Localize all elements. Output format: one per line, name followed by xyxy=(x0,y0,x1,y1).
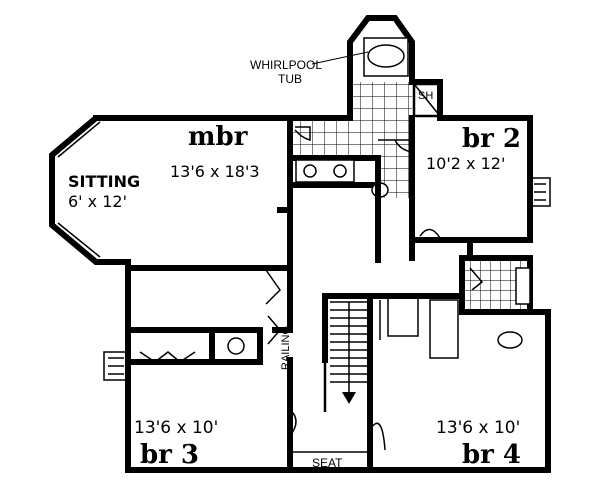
br2-chimney xyxy=(529,177,551,207)
whirlpool-tub xyxy=(363,37,409,77)
br3-door-swing xyxy=(289,409,297,437)
hall-seat xyxy=(289,451,371,471)
shower-diagonal xyxy=(413,83,441,117)
mbr-east-wall xyxy=(125,115,293,271)
whirlpool-leader-line xyxy=(311,51,369,65)
br2-dimensions: 10'2 x 12' xyxy=(426,154,506,173)
br3-dimensions: 13'6 x 10' xyxy=(134,418,219,438)
br3-br4-divider xyxy=(287,359,373,473)
br4-label: br 4 xyxy=(462,440,522,470)
mbr-dimensions: 13'6 x 18'3 xyxy=(170,162,260,181)
whirlpool-label: WHIRLPOOL xyxy=(250,58,323,72)
br3-chimney-detail xyxy=(108,357,124,375)
mbr-label: mbr xyxy=(188,122,248,152)
stair-walls xyxy=(322,293,373,365)
hall-bath-door xyxy=(469,267,484,291)
br2-west-wall xyxy=(409,115,473,243)
br4-dimensions: 13'6 x 10' xyxy=(436,418,521,438)
br2-chimney-detail xyxy=(534,183,546,201)
hall-vanity xyxy=(515,267,531,305)
hall-closet-door-2 xyxy=(267,315,281,345)
br3-closet-wall xyxy=(125,327,263,365)
staircase xyxy=(330,301,368,402)
sitting-label: SITTING xyxy=(68,172,141,191)
master-bath-tile-floor xyxy=(350,82,412,120)
mbr-bath-partition xyxy=(287,155,381,188)
seat-label: SEAT xyxy=(312,456,343,470)
sitting-dimensions: 6' x 12' xyxy=(68,192,127,211)
mbr-closet-door xyxy=(294,126,311,141)
railing-label: RAILING xyxy=(280,325,292,370)
sink-1 xyxy=(303,164,317,178)
tub-label: TUB xyxy=(278,72,302,86)
shower-label: SH xyxy=(418,90,434,102)
stair-down-arrow xyxy=(342,392,356,404)
hall-bath-wall xyxy=(459,255,533,315)
sink-2 xyxy=(333,164,347,178)
master-bath-tile-floor-lower xyxy=(290,118,412,158)
shower-stall xyxy=(412,82,442,118)
hall-closet-door-1 xyxy=(265,269,281,305)
whirlpool-tub-basin xyxy=(367,44,405,68)
br3-closet-doors xyxy=(139,351,196,363)
br3-closet-fixture xyxy=(227,337,245,355)
bathtub xyxy=(429,299,459,359)
sitting-bay-window xyxy=(57,121,101,258)
br2-label: br 2 xyxy=(462,124,522,154)
hall-toilet xyxy=(497,331,523,349)
linen-closet xyxy=(387,295,419,337)
br3-label: br 3 xyxy=(140,440,200,470)
exterior-wall xyxy=(49,15,551,473)
br2-door-swing xyxy=(419,228,441,239)
br3-chimney xyxy=(103,351,129,381)
